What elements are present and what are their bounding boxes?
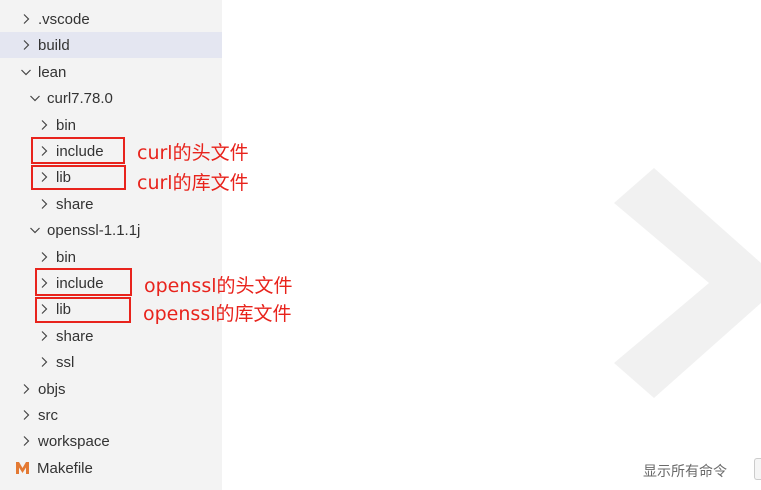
tree-item-label: curl7.78.0 [47, 89, 113, 107]
highlight-box-openssl-include [35, 268, 132, 296]
chevron-right-icon [37, 118, 51, 132]
chevron-right-icon [19, 408, 33, 422]
tree-item-label: bin [56, 248, 77, 266]
tree-item-label: lib [56, 300, 72, 318]
annotation-curl-include: curl的头文件 [137, 142, 249, 164]
tree-item-label: include [56, 142, 104, 160]
tree-item-curl-lib[interactable]: lib [0, 164, 222, 190]
tree-item-label: openssl-1.1.1j [47, 221, 141, 239]
tree-item-label: include [56, 274, 104, 292]
keybinding-key [754, 458, 761, 480]
annotation-openssl-include: openssl的头文件 [144, 275, 293, 297]
tree-item-label: share [56, 195, 94, 213]
makefile-icon [15, 461, 30, 475]
tree-item-curl[interactable]: curl7.78.0 [0, 85, 222, 111]
tree-item-label: Makefile [37, 459, 93, 477]
tree-item-curl-share[interactable]: share [0, 191, 222, 217]
tree-item-workspace[interactable]: workspace [0, 428, 222, 454]
highlight-box-curl-lib [31, 165, 126, 190]
tree-item-openssl-bin[interactable]: bin [0, 244, 222, 270]
chevron-down-icon [19, 65, 33, 79]
tree-item-label: workspace [38, 432, 110, 450]
chevron-right-icon [19, 434, 33, 448]
tree-item-openssl-share[interactable]: share [0, 323, 222, 349]
annotation-openssl-lib: openssl的库文件 [143, 303, 292, 325]
chevron-right-icon [37, 276, 51, 290]
tree-item-label: src [38, 406, 58, 424]
show-all-commands-hint: 显示所有命令 [643, 464, 727, 480]
tree-item-label: lib [56, 168, 72, 186]
tree-item-label: share [56, 327, 94, 345]
chevron-right-icon [37, 329, 51, 343]
tree-item-openssl-include[interactable]: include [0, 270, 222, 296]
tree-item-makefile[interactable]: Makefile [0, 455, 222, 481]
chevron-right-icon [37, 144, 51, 158]
tree-item-label: bin [56, 116, 77, 134]
chevron-right-icon [37, 250, 51, 264]
chevron-right-icon [19, 382, 33, 396]
tree-item-label: objs [38, 380, 66, 398]
tree-item-openssl-lib[interactable]: lib [0, 296, 222, 322]
tree-item-label: ssl [56, 353, 75, 371]
tree-item-objs[interactable]: objs [0, 376, 222, 402]
chevron-right-icon [19, 12, 33, 26]
tree-item-label: build [38, 36, 70, 54]
chevron-right-icon [19, 38, 33, 52]
tree-item-curl-bin[interactable]: bin [0, 112, 222, 138]
vscode-watermark-icon [614, 168, 761, 398]
tree-item-label: lean [38, 63, 67, 81]
tree-item-label: .vscode [38, 10, 90, 28]
chevron-right-icon [37, 197, 51, 211]
explorer-sidebar: .vscode build lean curl7.78.0 bin includ… [0, 0, 222, 490]
chevron-right-icon [37, 302, 51, 316]
chevron-right-icon [37, 355, 51, 369]
tree-item-build[interactable]: build [0, 32, 222, 58]
tree-item-curl-include[interactable]: include [0, 138, 222, 164]
chevron-right-icon [37, 170, 51, 184]
highlight-box-openssl-lib [35, 297, 131, 323]
tree-item-vscode[interactable]: .vscode [0, 6, 222, 32]
chevron-down-icon [28, 91, 42, 105]
tree-item-openssl[interactable]: openssl-1.1.1j [0, 217, 222, 243]
highlight-box-curl-include [31, 137, 125, 164]
chevron-down-icon [28, 223, 42, 237]
tree-item-lean[interactable]: lean [0, 59, 222, 85]
tree-item-src[interactable]: src [0, 402, 222, 428]
annotation-curl-lib: curl的库文件 [137, 172, 249, 194]
tree-item-openssl-ssl[interactable]: ssl [0, 349, 222, 375]
